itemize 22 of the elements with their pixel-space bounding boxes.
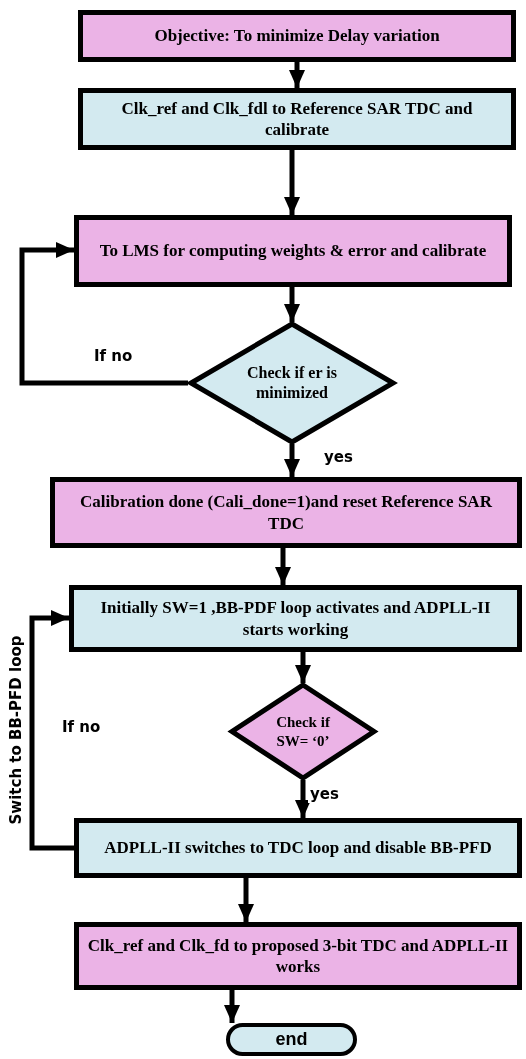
arrow [284, 287, 300, 322]
arrow [29, 610, 74, 851]
process-box: To LMS for computing weights & error and calibrate [74, 215, 512, 287]
arrow [238, 878, 254, 922]
arrow [284, 444, 300, 477]
arrow [19, 242, 188, 386]
arrow [295, 780, 311, 818]
arrow [295, 652, 311, 683]
decision-diamond: Check if er is minimized [188, 322, 396, 444]
arrow [275, 548, 291, 585]
terminal-box: end [226, 1023, 357, 1056]
arrow [224, 990, 240, 1023]
edge-label: Switch to BB-PFD loop [7, 635, 25, 825]
arrow [289, 62, 305, 88]
process-box: Clk_ref and Clk_fd to proposed 3-bit TDC and ADPLL-II works [74, 922, 522, 990]
process-box: ADPLL-II switches to TDC loop and disable BB-PFD [74, 818, 522, 878]
arrow [284, 150, 300, 215]
process-box: Initially SW=1 ,BB-PDF loop activates and ADPLL-II starts working [69, 585, 522, 652]
process-box: Objective: To minimize Delay variation [78, 10, 516, 62]
process-box: Clk_ref and Clk_fdl to Reference SAR TDC and calibrate [78, 88, 516, 150]
decision-diamond: Check if SW= ‘0’ [229, 683, 377, 780]
process-box: Calibration done (Cali_done=1)and reset Reference SAR TDC [50, 477, 522, 548]
